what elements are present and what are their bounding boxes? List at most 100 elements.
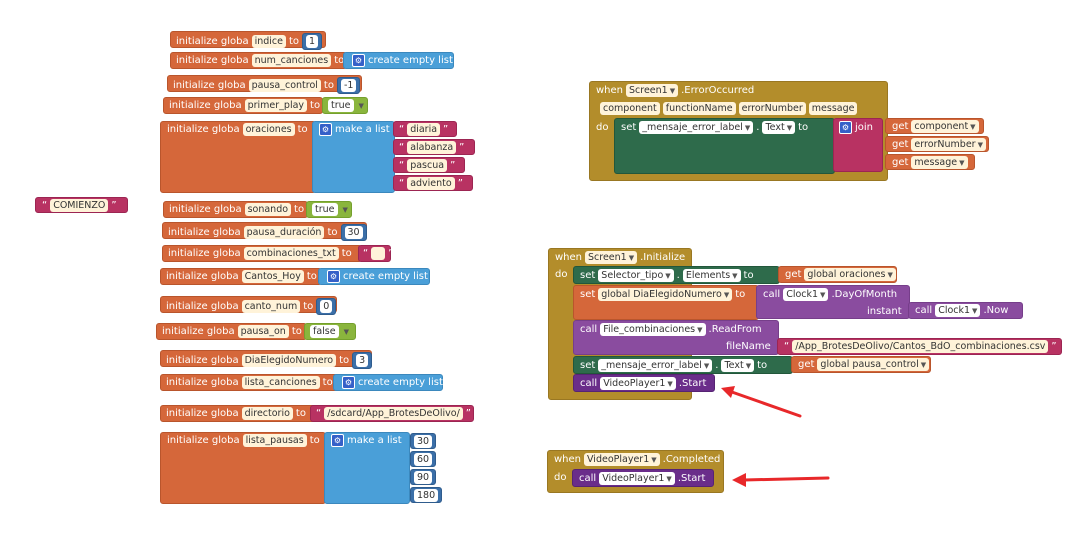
component-dropdown[interactable]: Clock1▼ bbox=[783, 288, 829, 301]
param-functionname[interactable]: functionName bbox=[662, 102, 736, 115]
chevron-down-icon[interactable]: ▼ bbox=[697, 326, 703, 334]
component-dropdown[interactable]: VideoPlayer1▼ bbox=[584, 453, 660, 466]
call-clock-now-block[interactable]: call Clock1▼ .Now bbox=[908, 302, 1023, 319]
component-dropdown[interactable]: _mensaje_error_label▼ bbox=[598, 359, 713, 372]
var-dropdown[interactable]: global pausa_control▼ bbox=[817, 358, 930, 371]
gear-icon[interactable]: ⚙ bbox=[327, 270, 340, 283]
var-dropdown[interactable]: component▼ bbox=[911, 120, 979, 133]
gear-icon[interactable]: ⚙ bbox=[331, 434, 344, 447]
number-block[interactable]: 180 bbox=[410, 487, 442, 503]
property-dropdown[interactable]: Elements▼ bbox=[682, 269, 741, 282]
gear-icon[interactable]: ⚙ bbox=[319, 123, 332, 136]
number-block[interactable]: 30 bbox=[410, 433, 436, 449]
component-dropdown[interactable]: VideoPlayer1▼ bbox=[600, 377, 676, 390]
chevron-down-icon[interactable]: ▼ bbox=[732, 272, 738, 280]
set-selector-elements-block[interactable]: set Selector_tipo▼ . Elements▼ to bbox=[573, 266, 780, 284]
number-block[interactable]: 1 bbox=[302, 33, 323, 50]
number-field[interactable]: 0 bbox=[320, 300, 333, 313]
var-dropdown[interactable]: global oraciones▼ bbox=[804, 268, 896, 281]
chevron-down-icon[interactable]: ▼ bbox=[651, 456, 657, 464]
number-field[interactable]: 30 bbox=[414, 435, 433, 448]
number-block[interactable]: 90 bbox=[410, 469, 436, 485]
param-errornumber[interactable]: errorNumber bbox=[738, 102, 806, 115]
call-videoplayer-start-block[interactable]: call VideoPlayer1▼ .Start bbox=[572, 469, 714, 487]
global-indice-block[interactable]: initialize globa indice to 1 bbox=[170, 31, 326, 50]
number-block[interactable]: 0 bbox=[316, 298, 337, 315]
gear-icon[interactable]: ⚙ bbox=[839, 121, 852, 134]
logic-true-block[interactable]: true▼ bbox=[322, 97, 368, 114]
var-dropdown[interactable]: global DiaElegidoNumero▼ bbox=[598, 288, 733, 301]
empty-text-block[interactable]: “” bbox=[358, 245, 393, 262]
gear-icon[interactable]: ⚙ bbox=[342, 376, 355, 389]
var-name-field[interactable]: lista_pausas bbox=[242, 434, 307, 447]
global-directorio-block[interactable]: initialize globa directorio to bbox=[160, 405, 316, 422]
set-label-text-block[interactable]: set _mensaje_error_label▼ . Text▼ to bbox=[614, 118, 835, 174]
text-block-pascua[interactable]: “pascua” bbox=[393, 157, 465, 173]
chevron-down-icon[interactable]: ▼ bbox=[669, 87, 676, 95]
component-dropdown[interactable]: File_combinaciones▼ bbox=[600, 323, 706, 336]
global-dia-elegido-block[interactable]: initialize globa DiaElegidoNumero to 3 bbox=[160, 350, 373, 369]
chevron-down-icon[interactable]: ▼ bbox=[977, 141, 983, 149]
chevron-down-icon[interactable]: ▼ bbox=[703, 362, 710, 370]
text-block-directorio[interactable]: “/sdcard/App_BrotesDeOlivo/” bbox=[310, 405, 474, 422]
call-file-readfrom-block[interactable]: call File_combinaciones▼ .ReadFrom fileN… bbox=[573, 320, 779, 355]
text-field[interactable]: alabanza bbox=[407, 141, 457, 154]
global-num-canciones-block[interactable]: initialize globa num_canciones to bbox=[170, 52, 347, 69]
number-block[interactable]: -1 bbox=[336, 77, 361, 94]
var-dropdown[interactable]: errorNumber▼ bbox=[911, 138, 986, 151]
global-pausa-duracion-block[interactable]: initialize globa pausa_duración to 30 bbox=[162, 222, 367, 241]
call-videoplayer-start-block[interactable]: call VideoPlayer1▼ .Start bbox=[573, 374, 715, 392]
global-pausa-on-block[interactable]: initialize globa pausa_on to bbox=[156, 323, 307, 340]
global-sonando-block[interactable]: initialize globa sonando to bbox=[163, 201, 308, 218]
chevron-down-icon[interactable]: ▼ bbox=[970, 123, 976, 131]
var-name-field[interactable]: lista_canciones bbox=[241, 376, 320, 389]
chevron-down-icon[interactable]: ▼ bbox=[820, 291, 826, 299]
text-block-alabanza[interactable]: “alabanza” bbox=[393, 139, 475, 155]
var-name-field[interactable]: pausa_control bbox=[248, 79, 321, 92]
component-dropdown[interactable]: Selector_tipo▼ bbox=[598, 269, 674, 282]
call-clock-dayofmonth-block[interactable]: call Clock1▼ .DayOfMonth instant bbox=[756, 285, 910, 319]
bool-field[interactable]: true bbox=[312, 203, 338, 216]
chevron-down-icon[interactable]: ▼ bbox=[343, 327, 349, 336]
chevron-down-icon[interactable]: ▼ bbox=[628, 254, 635, 262]
number-block[interactable]: 30 bbox=[340, 224, 367, 241]
param-message[interactable]: message bbox=[808, 102, 858, 115]
bool-field[interactable]: true bbox=[328, 99, 354, 112]
text-block-diaria[interactable]: “diaria” bbox=[393, 121, 457, 137]
create-empty-list-block[interactable]: ⚙ create empty list bbox=[343, 52, 454, 69]
global-cantos-hoy-block[interactable]: initialize globa Cantos_Hoy to bbox=[160, 268, 322, 285]
property-dropdown[interactable]: Text▼ bbox=[762, 121, 796, 134]
number-field[interactable]: 30 bbox=[344, 226, 363, 239]
number-field[interactable]: -1 bbox=[340, 79, 357, 92]
global-primer-play-block[interactable]: initialize globa primer_play to bbox=[163, 97, 323, 114]
component-dropdown[interactable]: VideoPlayer1▼ bbox=[599, 472, 675, 485]
text-field[interactable]: COMIENZO bbox=[50, 199, 109, 212]
chevron-down-icon[interactable]: ▼ bbox=[959, 159, 965, 167]
text-field[interactable]: pascua bbox=[407, 159, 448, 172]
text-field[interactable]: /sdcard/App_BrotesDeOlivo/ bbox=[324, 407, 463, 420]
number-field[interactable]: 180 bbox=[414, 489, 439, 502]
global-lista-canciones-block[interactable]: initialize globa lista_canciones to bbox=[160, 374, 338, 391]
text-field[interactable]: /App_BrotesDeOlivo/Cantos_BdO_combinacio… bbox=[792, 340, 1049, 353]
var-name-field[interactable]: sonando bbox=[244, 203, 292, 216]
chevron-down-icon[interactable]: ▼ bbox=[745, 362, 752, 370]
var-name-field[interactable]: oraciones bbox=[242, 123, 295, 136]
join-block[interactable]: ⚙ join bbox=[833, 118, 883, 172]
param-component[interactable]: component bbox=[600, 102, 660, 115]
chevron-down-icon[interactable]: ▼ bbox=[667, 380, 673, 388]
global-pausa-control-block[interactable]: initialize globa pausa_control to -1 bbox=[167, 75, 362, 94]
component-dropdown[interactable]: _mensaje_error_label▼ bbox=[639, 121, 754, 134]
property-dropdown[interactable]: Text▼ bbox=[721, 359, 755, 372]
make-a-list-block[interactable]: ⚙ make a list bbox=[312, 121, 395, 193]
chevron-down-icon[interactable]: ▼ bbox=[972, 307, 978, 315]
var-name-field[interactable]: Cantos_Hoy bbox=[241, 270, 304, 283]
number-block[interactable]: 60 bbox=[410, 451, 436, 467]
chevron-down-icon[interactable]: ▼ bbox=[887, 271, 893, 279]
text-field[interactable] bbox=[371, 247, 386, 260]
chevron-down-icon[interactable]: ▼ bbox=[665, 272, 671, 280]
